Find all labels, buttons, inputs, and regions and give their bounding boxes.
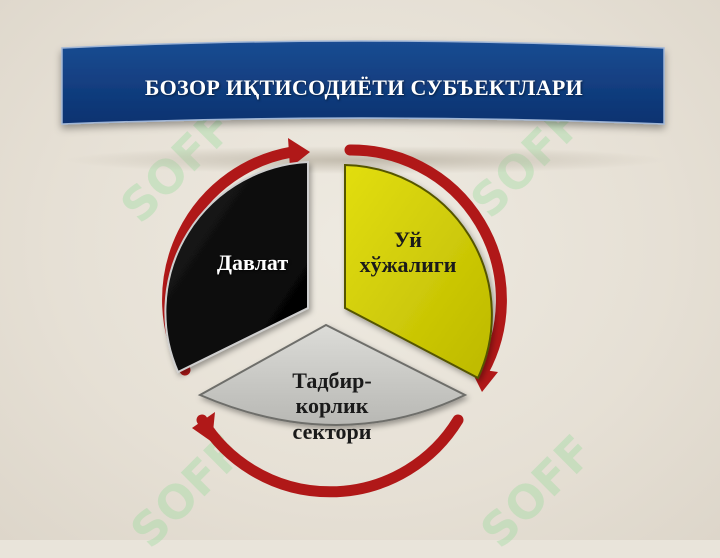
segment-label-line: Уй (394, 227, 422, 252)
page-title: БОЗОР ИҚТИСОДИЁТИ СУБЪЕКТЛАРИ (144, 75, 584, 100)
cycle-diagram (162, 138, 507, 498)
segment-label-state: Давлат (205, 250, 300, 275)
segment-label-line: Давлат (216, 250, 289, 275)
arrow-head-bottom (192, 412, 215, 442)
segment-state (164, 160, 309, 374)
segment-label-household: Уй хўжалиги (348, 227, 468, 278)
segment-household (344, 163, 493, 380)
title-banner (61, 40, 665, 174)
segment-label-line: корлик (295, 393, 369, 419)
segment-business (197, 323, 468, 426)
segment-label-business: Тадбир- корлик сектори (262, 368, 402, 444)
arrow-arc-bottom (196, 414, 464, 498)
arrow-head-top (288, 138, 310, 168)
arrow-arc-right (344, 144, 507, 378)
segment-label-line: хўжалиги (359, 252, 457, 278)
segment-label-line: Тадбир- (292, 368, 372, 393)
segment-label-line: сектори (292, 418, 372, 444)
